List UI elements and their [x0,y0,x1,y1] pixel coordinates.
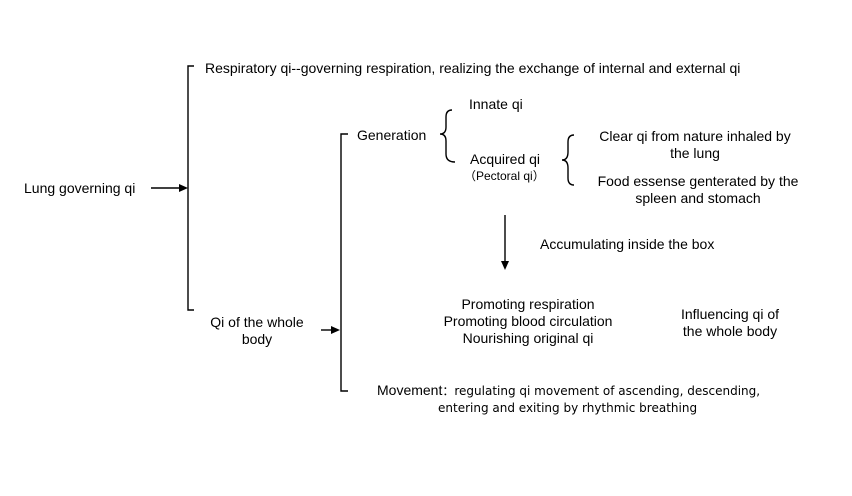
down-arrow-head [501,261,509,270]
generation-node: Generation [357,127,427,143]
influencing-line-1: Influencing qi of [680,306,780,322]
function-item-original-qi: Nourishing original qi [462,330,594,346]
root-node: Lung governing qi [24,180,136,196]
respiratory-qi-node: Respiratory qi--governing respiration, r… [205,60,741,76]
clear-qi-node: Clear qi from nature inhaled by the lung [585,128,805,162]
movement-text-line-1: ：regulating qi movement of ascending, de… [442,384,761,398]
innate-qi-node: Innate qi [469,96,523,112]
function-item-respiration: Promoting respiration [461,296,595,312]
food-essence-line-2: spleen and stomach [635,190,761,206]
functions-node: Promoting respiration Promoting blood ci… [428,296,628,347]
whole-body-node: Qi of the whole body [192,314,322,348]
acquired-qi-node: Acquired qi [470,151,541,167]
function-item-circulation: Promoting blood circulation [443,313,613,329]
root-arrow-head [179,184,188,192]
whole-body-bracket [340,133,348,392]
whole-body-line-2: body [241,331,273,347]
whole-body-arrow-head [331,326,340,334]
movement-node: Movement：regulating qi movement of ascen… [377,382,760,400]
influencing-line-2: the whole body [682,323,778,339]
clear-qi-line-2: the lung [670,145,720,161]
food-essence-node: Food essense genterated by the spleen an… [588,173,808,207]
pectoral-qi-node: （Pectoral qi） [464,169,545,183]
influencing-node: Influencing qi of the whole body [660,306,800,340]
movement-text-line-2: entering and exiting by rhythmic breathi… [438,401,698,415]
main-bracket [187,65,194,311]
movement-label: Movement [377,382,443,398]
clear-qi-line-1: Clear qi from nature inhaled by [599,128,791,144]
acquired-brace [561,134,575,186]
whole-body-line-1: Qi of the whole [210,314,304,330]
accumulating-label: Accumulating inside the box [540,236,715,252]
generation-brace [439,109,456,163]
food-essence-line-1: Food essense genterated by the [597,173,799,189]
